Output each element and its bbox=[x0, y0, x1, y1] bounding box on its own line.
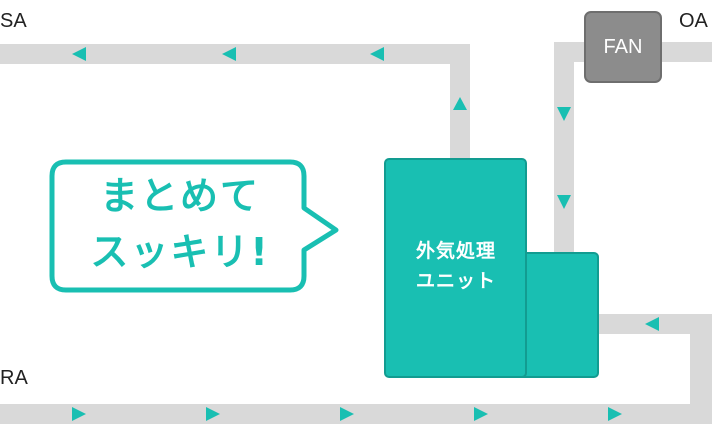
unit-label-line1: 外気処理 bbox=[415, 240, 496, 262]
flow-arrow-left bbox=[222, 47, 236, 61]
flow-arrow-down bbox=[557, 195, 571, 209]
unit-main-block bbox=[384, 158, 527, 378]
unit-label: 外気処理 ユニット bbox=[386, 236, 526, 296]
flow-arrow-left bbox=[370, 47, 384, 61]
flow-arrow-down bbox=[557, 107, 571, 121]
flow-arrow-right bbox=[340, 407, 354, 421]
flow-arrow-left bbox=[645, 317, 659, 331]
flow-arrow-right bbox=[206, 407, 220, 421]
callout-line1: まとめて bbox=[99, 174, 260, 218]
speech-bubble bbox=[49, 159, 339, 293]
ra-duct bbox=[0, 404, 712, 424]
oa-duct-drop bbox=[554, 42, 574, 256]
flow-arrow-right bbox=[608, 407, 622, 421]
fan-label: FAN bbox=[603, 35, 643, 58]
flow-arrow-left bbox=[72, 47, 86, 61]
flow-arrow-right bbox=[72, 407, 86, 421]
flow-arrow-right bbox=[474, 407, 488, 421]
ra-label: RA bbox=[0, 367, 28, 389]
callout-line2: スッキリ! bbox=[90, 230, 270, 274]
fan-box bbox=[584, 11, 662, 83]
sa-label: SA bbox=[0, 10, 27, 32]
unit-label-line2: ユニット bbox=[415, 270, 496, 292]
oa-label: OA bbox=[679, 10, 708, 32]
flow-arrow-up bbox=[453, 97, 467, 110]
callout-text: まとめて スッキリ! bbox=[56, 168, 304, 280]
ra-duct-riser bbox=[690, 314, 712, 424]
